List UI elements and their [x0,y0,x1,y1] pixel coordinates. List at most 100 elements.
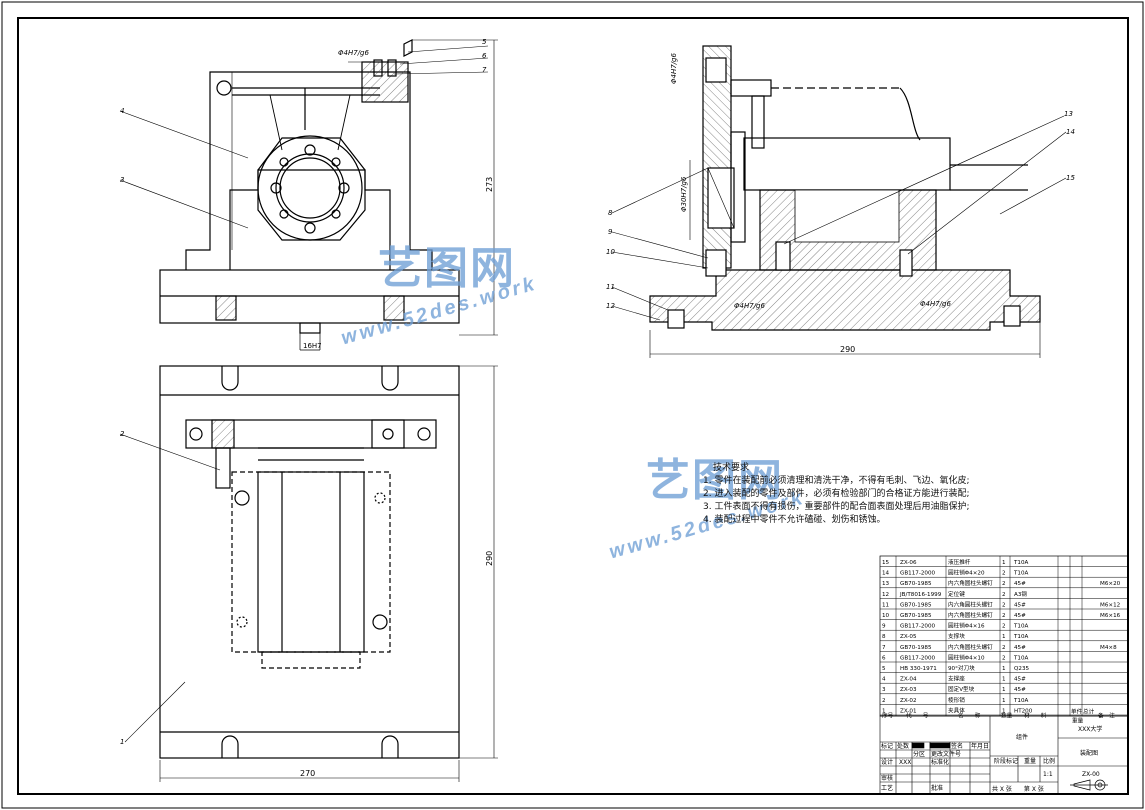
dim-fit-front: Φ4H7/g6 [338,49,369,57]
bom-cell-no: 10 [882,613,890,619]
dim-fit-side-bottom-left: Φ4H7/g6 [734,302,765,310]
bom-cell-no: 11 [882,602,890,608]
bom-header-total: 总计 [1083,708,1095,716]
bom-cell-mat: T10A [1013,634,1029,640]
bom-cell-no: 15 [882,560,890,566]
bom-cell-mat: 45# [1014,613,1026,619]
title-process: 工艺 [881,784,893,792]
bom-cell-qty: 2 [1002,602,1006,608]
bom-cell-no: 1 [882,708,886,714]
bom-cell-mat: T10A [1013,698,1029,704]
bom-cell-note: M6×16 [1100,613,1121,619]
bom-header-single: 单件 [1071,708,1083,716]
projection-symbol [1070,779,1108,791]
bom-cell-no: 7 [882,645,886,651]
bom-cell-no: 12 [882,592,889,598]
bom-cell-qty: 1 [1002,708,1006,714]
dim-top-width: 270 [300,769,315,778]
bom-cell-code: GB70-1985 [900,613,932,619]
title-std: 标准化 [931,758,949,766]
callout-14: 14 [1066,128,1075,136]
bom-cell-qty: 2 [1002,624,1006,630]
bom-cell-code: GB70-1985 [900,645,932,651]
bom-cell-name: 内六角圆柱头螺钉 [948,600,993,608]
bom-cell-no: 14 [882,571,890,577]
bom-cell-name: 定位键 [948,590,965,598]
callout-5: 5 [482,38,487,46]
dim-top-height: 290 [485,551,494,566]
bom-cell-qty: 1 [1002,666,1006,672]
bom-cell-mat: 45# [1014,602,1026,608]
bom-cell-name: 支撑座 [948,675,965,683]
bom-cell-note: M6×12 [1100,602,1120,608]
inner-border [17,17,1129,795]
bom-cell-name: 圆柱销Φ4×10 [948,653,985,661]
dim-side-width: 290 [840,345,855,354]
front-view [159,39,460,351]
bom-cell-code: ZX-03 [900,687,917,693]
bom-cell-mat: T10A [1013,560,1029,566]
bom-cell-qty: 2 [1002,613,1006,619]
bom-cell-name: 内六角圆柱头螺钉 [948,643,993,651]
title-design: 设计 [881,758,893,766]
bom-header-qty: 数量 [1001,712,1013,720]
dim-fit-side-top: Φ4H7/g6 [670,53,678,84]
bom-cell-no: 2 [882,698,886,704]
bom-header-mat: 材 料 [1024,712,1047,720]
title-design-name: XXX [899,759,911,766]
dim-hole-tol: 16H7 [303,342,322,350]
title-rev-3: 更改文件号 [931,750,961,758]
watermark-cn-2: 艺图网 [646,456,784,505]
bom-cell-code: ZX-04 [900,677,917,683]
bom-cell-no: 13 [882,581,890,587]
bom-cell-qty: 1 [1002,698,1006,704]
tech-line-1: 1. 零件在装配前必须清理和清洗干净，不得有毛刺、飞边、氧化皮; [703,476,970,486]
callout-numbers: 1 2 3 4 5 6 7 8 9 10 11 12 13 14 15 [120,38,1075,746]
callout-15: 15 [1066,174,1075,182]
callout-3: 3 [120,176,124,184]
bom-cell-code: ZX-06 [900,560,917,566]
title-sheets: 共 X 张 第 X 张 [992,785,1044,793]
bom-cell-code: GB117-2000 [900,655,936,661]
bom-cell-qty: 1 [1002,687,1006,693]
bom-header-no: 序号 [882,712,894,720]
bom-cell-mat: 45# [1014,581,1026,587]
watermark-cn-1: 艺图网 [378,244,516,293]
callout-6: 6 [482,52,487,60]
bom-cell-code: GB70-1985 [900,581,932,587]
bom-cell-qty: 1 [1002,677,1006,683]
bom-cell-name: 圆柱销Φ4×16 [948,622,985,630]
tech-title: 技术要求 [713,463,750,473]
bom-cell-code: GB117-2000 [900,624,936,630]
leader-lines [119,45,1067,743]
bom-cell-name: 夹具体 [948,706,965,714]
title-rev-0: 标记 [881,742,893,750]
bom-cell-code: ZX-05 [900,634,917,640]
bom-cell-name: 内六角圆柱头螺钉 [948,611,993,619]
tech-line-3: 3. 工件表面不得有损伤，重要部件的配合面表面处理后用油脂保护; [703,502,970,512]
callout-1: 1 [120,738,124,746]
bom-cell-mat: HT200 [1014,708,1033,714]
bom-cell-code: ZX-01 [900,708,917,714]
bom-cell-name: 圆柱销Φ4×20 [948,569,985,577]
bom-cell-name: 固定V型块 [948,685,975,693]
bom-cell-note: M4×8 [1100,645,1117,651]
bom-cell-qty: 2 [1002,581,1006,587]
bom-cell-mat: Q235 [1014,666,1030,672]
bom-cell-name: 支撑块 [948,632,965,640]
title-drawing-name: 装配图 [1080,749,1098,757]
title-org: XXX大学 [1078,725,1102,733]
callout-2: 2 [120,430,125,438]
callout-9: 9 [608,228,613,236]
bom-header-weight: 重量 [1072,717,1084,725]
bom-cell-no: 9 [882,624,886,630]
bom-cell-qty: 1 [1002,560,1006,566]
dim-front-height: 273 [485,177,494,192]
side-dims [649,160,1041,358]
bom-cell-mat: 45# [1014,687,1026,693]
front-dims [348,39,498,336]
title-rev-4: 签名 [951,742,963,750]
